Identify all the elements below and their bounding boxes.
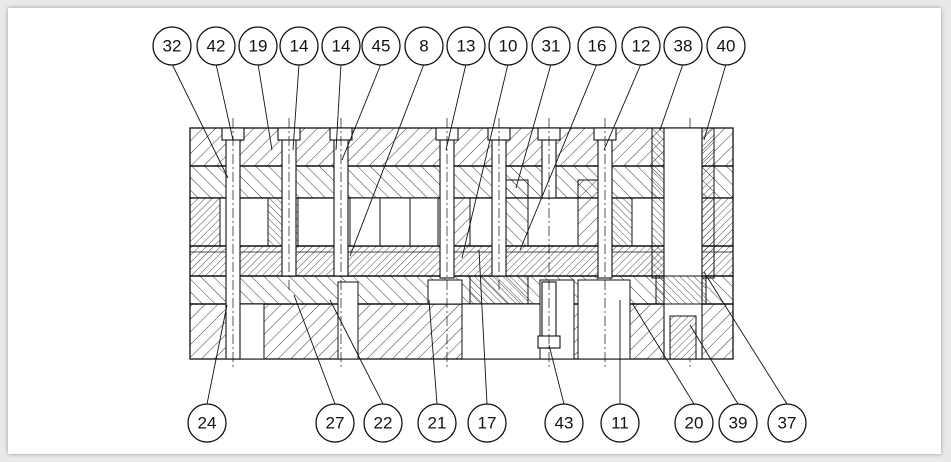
callout-circle <box>663 26 703 66</box>
callout-number: 13 <box>457 37 476 56</box>
top-callout: 12 <box>621 26 661 66</box>
callout-circle <box>321 26 361 66</box>
callout-number: 8 <box>419 37 428 56</box>
bottom-callout: 24 <box>187 403 227 443</box>
callout-circle <box>187 403 227 443</box>
top-callout: 32 <box>152 26 192 66</box>
callout-number: 17 <box>478 414 497 433</box>
callout-number: 12 <box>632 37 651 56</box>
callout-number: 39 <box>729 414 748 433</box>
callout-number: 14 <box>290 37 309 56</box>
bottom-callout: 39 <box>718 403 758 443</box>
callout-number: 14 <box>332 37 351 56</box>
callout-circle <box>544 403 584 443</box>
callout-circle <box>467 403 507 443</box>
callout-number: 37 <box>778 414 797 433</box>
callout-number: 40 <box>717 37 736 56</box>
top-callout: 42 <box>196 26 236 66</box>
callout-circle <box>417 403 457 443</box>
bottom-callout: 37 <box>767 403 807 443</box>
callout-number: 11 <box>611 414 629 433</box>
callout-circle <box>315 403 355 443</box>
callout-number: 16 <box>588 37 607 56</box>
bottom-callout: 11 <box>600 403 640 443</box>
callout-number: 22 <box>374 414 393 433</box>
top-callout: 10 <box>488 26 528 66</box>
top-callout: 14 <box>279 26 319 66</box>
top-callout: 19 <box>238 26 278 66</box>
top-callout: 14 <box>321 26 361 66</box>
callout-number: 42 <box>207 37 226 56</box>
top-callouts: 32 42 19 14 14 45 8 13 10 31 16 12 38 40 <box>152 26 746 66</box>
callout-circle <box>404 26 444 66</box>
callout-number: 38 <box>674 37 693 56</box>
callout-circle <box>279 26 319 66</box>
top-callout: 16 <box>577 26 617 66</box>
callout-number: 32 <box>163 37 182 56</box>
callout-circle <box>718 403 758 443</box>
callout-circle <box>674 403 714 443</box>
bottom-callout: 43 <box>544 403 584 443</box>
callout-number: 10 <box>499 37 518 56</box>
callout-circle <box>621 26 661 66</box>
top-callout: 40 <box>706 26 746 66</box>
callout-circle <box>363 403 403 443</box>
callout-circle <box>767 403 807 443</box>
top-callout: 45 <box>361 26 401 66</box>
callout-circle <box>446 26 486 66</box>
bottom-callout: 17 <box>467 403 507 443</box>
callout-circle <box>361 26 401 66</box>
callout-number: 27 <box>326 414 345 433</box>
callout-circle <box>152 26 192 66</box>
bottom-callout: 20 <box>674 403 714 443</box>
top-callout: 8 <box>404 26 444 66</box>
callout-circle <box>196 26 236 66</box>
top-callout: 38 <box>663 26 703 66</box>
callout-number: 31 <box>542 37 561 56</box>
callout-circle <box>531 26 571 66</box>
lower-openings <box>239 275 631 360</box>
bottom-callout: 22 <box>363 403 403 443</box>
stripper-plate <box>189 245 734 277</box>
guide-pillar-assembly <box>651 127 715 360</box>
top-callout: 13 <box>446 26 486 66</box>
callout-number: 43 <box>555 414 574 433</box>
callout-circle <box>488 26 528 66</box>
callout-circle <box>706 26 746 66</box>
callout-number: 19 <box>249 37 268 56</box>
bottom-callout: 27 <box>315 403 355 443</box>
callout-circle <box>238 26 278 66</box>
bottom-callouts: 24 27 22 21 17 43 11 20 39 37 <box>187 403 807 443</box>
upper-retainer-plate <box>189 165 734 199</box>
callout-number: 45 <box>372 37 391 56</box>
callout-number: 24 <box>198 414 217 433</box>
bottom-callout: 21 <box>417 403 457 443</box>
callout-number: 20 <box>685 414 704 433</box>
top-callout: 31 <box>531 26 571 66</box>
callout-number: 21 <box>428 414 447 433</box>
callout-circle <box>600 403 640 443</box>
callout-circle <box>577 26 617 66</box>
leader-lines <box>171 63 788 405</box>
